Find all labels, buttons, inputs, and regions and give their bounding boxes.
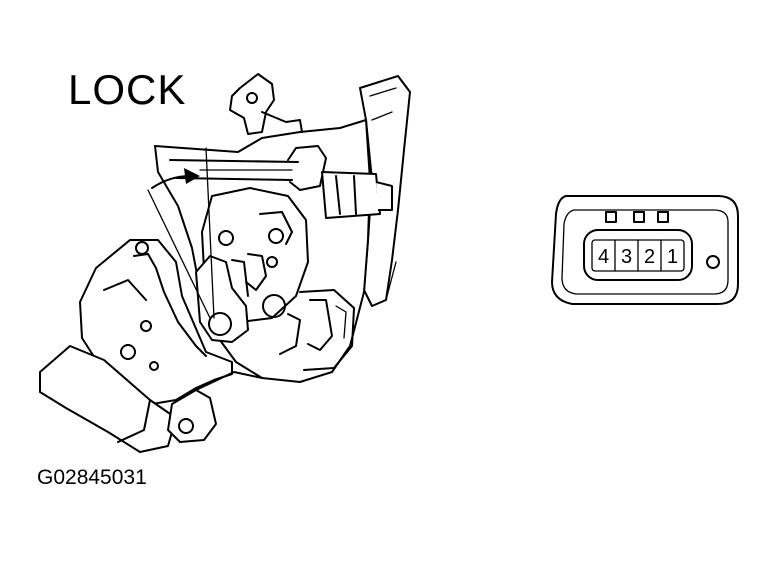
connector-pin-4: 4 [598,246,609,268]
door-lock-actuator-drawing [39,73,411,453]
connector-pin-2: 2 [644,246,655,268]
connector-icon: 4 3 2 1 [551,195,739,305]
connector-pin-3: 3 [621,246,632,268]
rotation-arrow-icon [151,168,200,189]
diagram-title: LOCK [68,66,187,113]
connector-pin-1: 1 [667,246,678,268]
figure-id: G02845031 [37,466,147,489]
